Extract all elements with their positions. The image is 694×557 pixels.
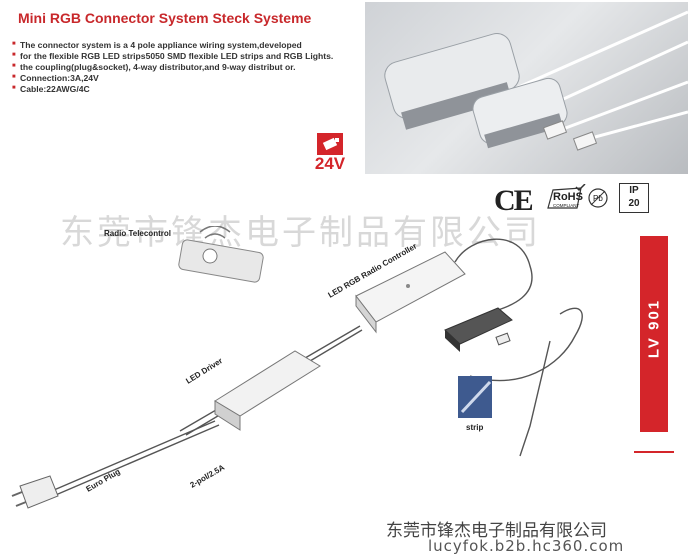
spec-item: Cable:22AWG/4C bbox=[12, 83, 372, 95]
wiring-diagram: Radio Telecontrol LED RGB Radio Controll… bbox=[11, 226, 583, 509]
radio-label: Radio Telecontrol bbox=[104, 229, 171, 238]
cable-label: 2-pol/2.5A bbox=[189, 463, 227, 490]
spec-item: Connection:3A,24V bbox=[12, 72, 372, 84]
led-strip-thumbnail bbox=[458, 376, 492, 418]
pb-text: Pb bbox=[593, 194, 603, 203]
model-label: LV 901 bbox=[645, 298, 663, 359]
product-photo bbox=[365, 2, 689, 174]
distributor-box bbox=[444, 307, 513, 352]
model-bar: LV 901 bbox=[640, 236, 668, 432]
cable bbox=[519, 340, 551, 457]
strip-label: strip bbox=[466, 423, 483, 432]
euro-plug-icon bbox=[11, 475, 59, 509]
divider bbox=[634, 451, 674, 453]
rohs-text: RoHS bbox=[553, 191, 583, 203]
spec-list: The connector system is a 4 pole applian… bbox=[12, 39, 372, 95]
spec-item: The connector system is a 4 pole applian… bbox=[12, 39, 372, 51]
ip-rating: IP 20 bbox=[619, 183, 649, 213]
rohs-badge: RoHS COMPLIANT Pb bbox=[545, 183, 609, 212]
site-url: lucyfok.b2b.hc360.com bbox=[428, 537, 625, 555]
watermark-text: 东莞市锋杰电子制品有限公司 bbox=[60, 213, 541, 253]
ce-mark: CE bbox=[494, 184, 534, 217]
ip-value: 20 bbox=[628, 198, 640, 209]
page-title: Mini RGB Connector System Steck Systeme bbox=[18, 10, 312, 26]
cable bbox=[454, 238, 533, 312]
plug-icon bbox=[317, 133, 343, 155]
cable bbox=[43, 424, 220, 501]
spec-item: the coupling(plug&socket), 4-way distrib… bbox=[12, 61, 372, 73]
rohs-sub: COMPLIANT bbox=[553, 203, 580, 208]
driver-label: LED Driver bbox=[184, 356, 224, 386]
voltage-badge: 24V bbox=[310, 133, 350, 181]
spec-item: for the flexible RGB LED strips5050 SMD … bbox=[12, 50, 372, 62]
voltage-label: 24V bbox=[314, 154, 346, 173]
connector-box-illustration bbox=[384, 10, 689, 151]
controller-box bbox=[355, 251, 466, 334]
remote-control-icon bbox=[178, 226, 264, 283]
company-name: 东莞市锋杰电子制品有限公司 bbox=[386, 521, 607, 541]
ip-label: IP bbox=[629, 185, 639, 196]
cable bbox=[469, 307, 583, 382]
cable bbox=[39, 420, 216, 497]
led-driver-box bbox=[214, 350, 321, 431]
